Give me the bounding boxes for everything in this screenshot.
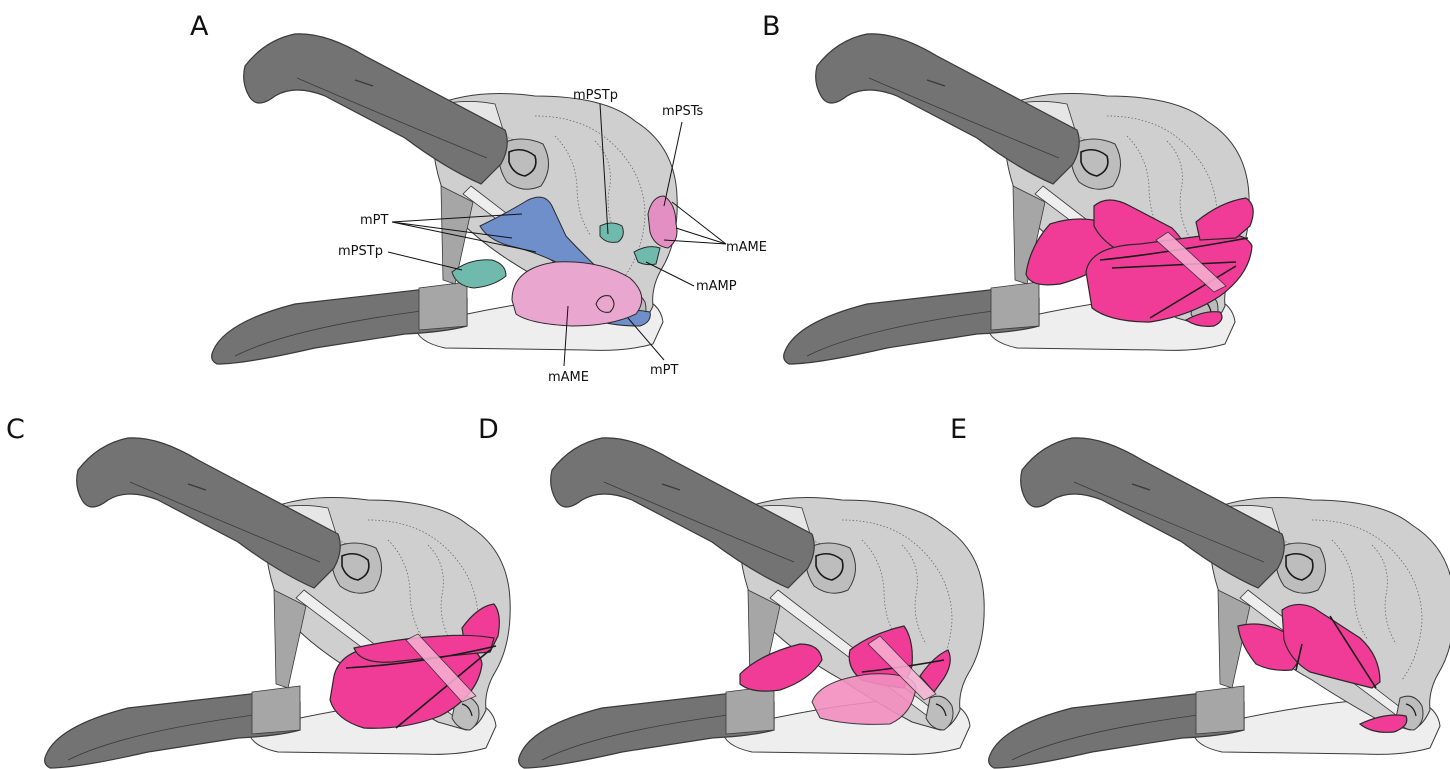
panel-letter-c: C <box>6 414 25 445</box>
muscle-mpstp-left <box>452 260 506 288</box>
panel-a: A mPSTp mPSTs mPT mPSTp mAME mAMP mAME <box>190 11 767 385</box>
panel-letter-e: E <box>950 414 967 445</box>
label-mpstp-left: mPSTp <box>338 244 383 259</box>
label-mamp: mAMP <box>696 279 737 294</box>
label-mpstp-top: mPSTp <box>573 88 618 103</box>
panel-letter-d: D <box>478 414 499 445</box>
skull-c <box>45 438 511 768</box>
label-mpt-upper: mPT <box>360 213 389 228</box>
label-mpt-bottom: mPT <box>650 363 679 378</box>
label-mame-right: mAME <box>726 240 767 255</box>
label-mpsts: mPSTs <box>662 104 704 119</box>
panel-b: B <box>762 11 1253 364</box>
panel-d: D <box>478 414 984 768</box>
muscle-d-faded <box>812 674 916 725</box>
skull-d <box>519 438 985 768</box>
panel-letter-b: B <box>762 11 781 42</box>
panel-letter-a: A <box>190 11 209 42</box>
label-mame-bottom: mAME <box>548 370 589 385</box>
panel-e: E <box>950 414 1450 768</box>
muscle-mpstp-orbit <box>600 223 623 242</box>
panel-c: C <box>6 414 510 768</box>
